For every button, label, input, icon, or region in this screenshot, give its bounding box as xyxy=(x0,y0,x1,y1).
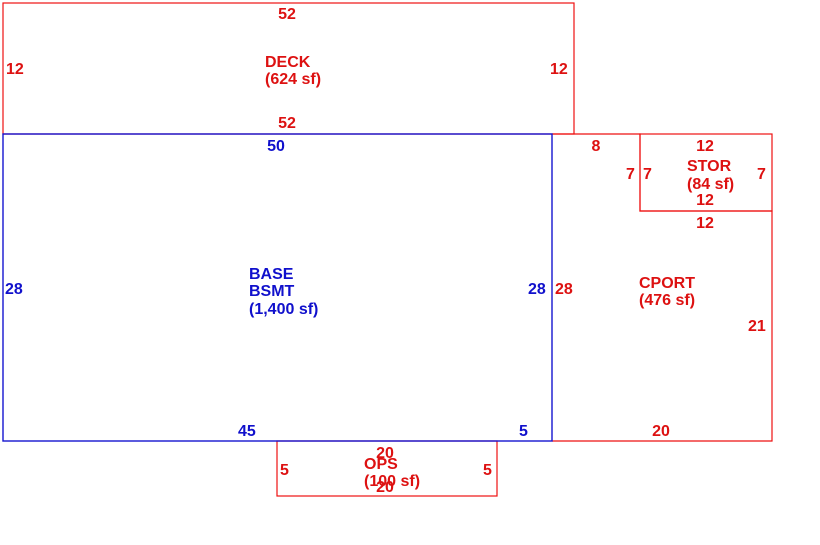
dim-cport-bottom: 20 xyxy=(652,423,670,440)
base-name-2: BSMT xyxy=(249,283,295,300)
base-outline xyxy=(2,133,553,442)
dim-deck-right: 12 xyxy=(550,61,568,78)
dim-stor-bottom: 12 xyxy=(696,192,714,209)
dim-base-left: 28 xyxy=(5,281,23,298)
stor-area: (84 sf) xyxy=(687,176,734,193)
stor-name: STOR xyxy=(687,158,732,175)
dim-ops-right: 5 xyxy=(483,462,492,479)
dim-base-right: 28 xyxy=(528,281,546,298)
stor-outline xyxy=(639,133,773,212)
dim-stor-top: 12 xyxy=(696,138,714,155)
cport-area: (476 sf) xyxy=(639,292,695,309)
base-name-1: BASE xyxy=(249,266,294,283)
dim-ops-left: 5 xyxy=(280,462,289,479)
dim-cport-step: 7 xyxy=(626,166,635,183)
dim-deck-left: 12 xyxy=(6,61,24,78)
ops-name: OPS xyxy=(364,456,398,473)
base-area: (1,400 sf) xyxy=(249,301,318,318)
dim-cport-right: 21 xyxy=(748,318,766,335)
dim-deck-bottom: 52 xyxy=(278,115,296,132)
deck-name: DECK xyxy=(265,54,311,71)
dim-base-bottom-right: 5 xyxy=(519,423,528,440)
dim-base-bottom-left: 45 xyxy=(238,423,256,440)
deck-area: (624 sf) xyxy=(265,71,321,88)
ops-area: (100 sf) xyxy=(364,473,420,490)
dim-ops-top: 20 xyxy=(376,445,394,462)
dim-cport-top: 8 xyxy=(592,138,601,155)
cport-name: CPORT xyxy=(639,275,695,292)
dim-cport-left: 28 xyxy=(555,281,573,298)
dim-stor-right: 7 xyxy=(757,166,766,183)
dim-base-top: 50 xyxy=(267,138,285,155)
dim-stor-left: 7 xyxy=(643,166,652,183)
dim-ops-bottom: 20 xyxy=(376,479,394,496)
dim-cport-top-inner: 12 xyxy=(696,215,714,232)
dim-deck-top: 52 xyxy=(278,6,296,23)
